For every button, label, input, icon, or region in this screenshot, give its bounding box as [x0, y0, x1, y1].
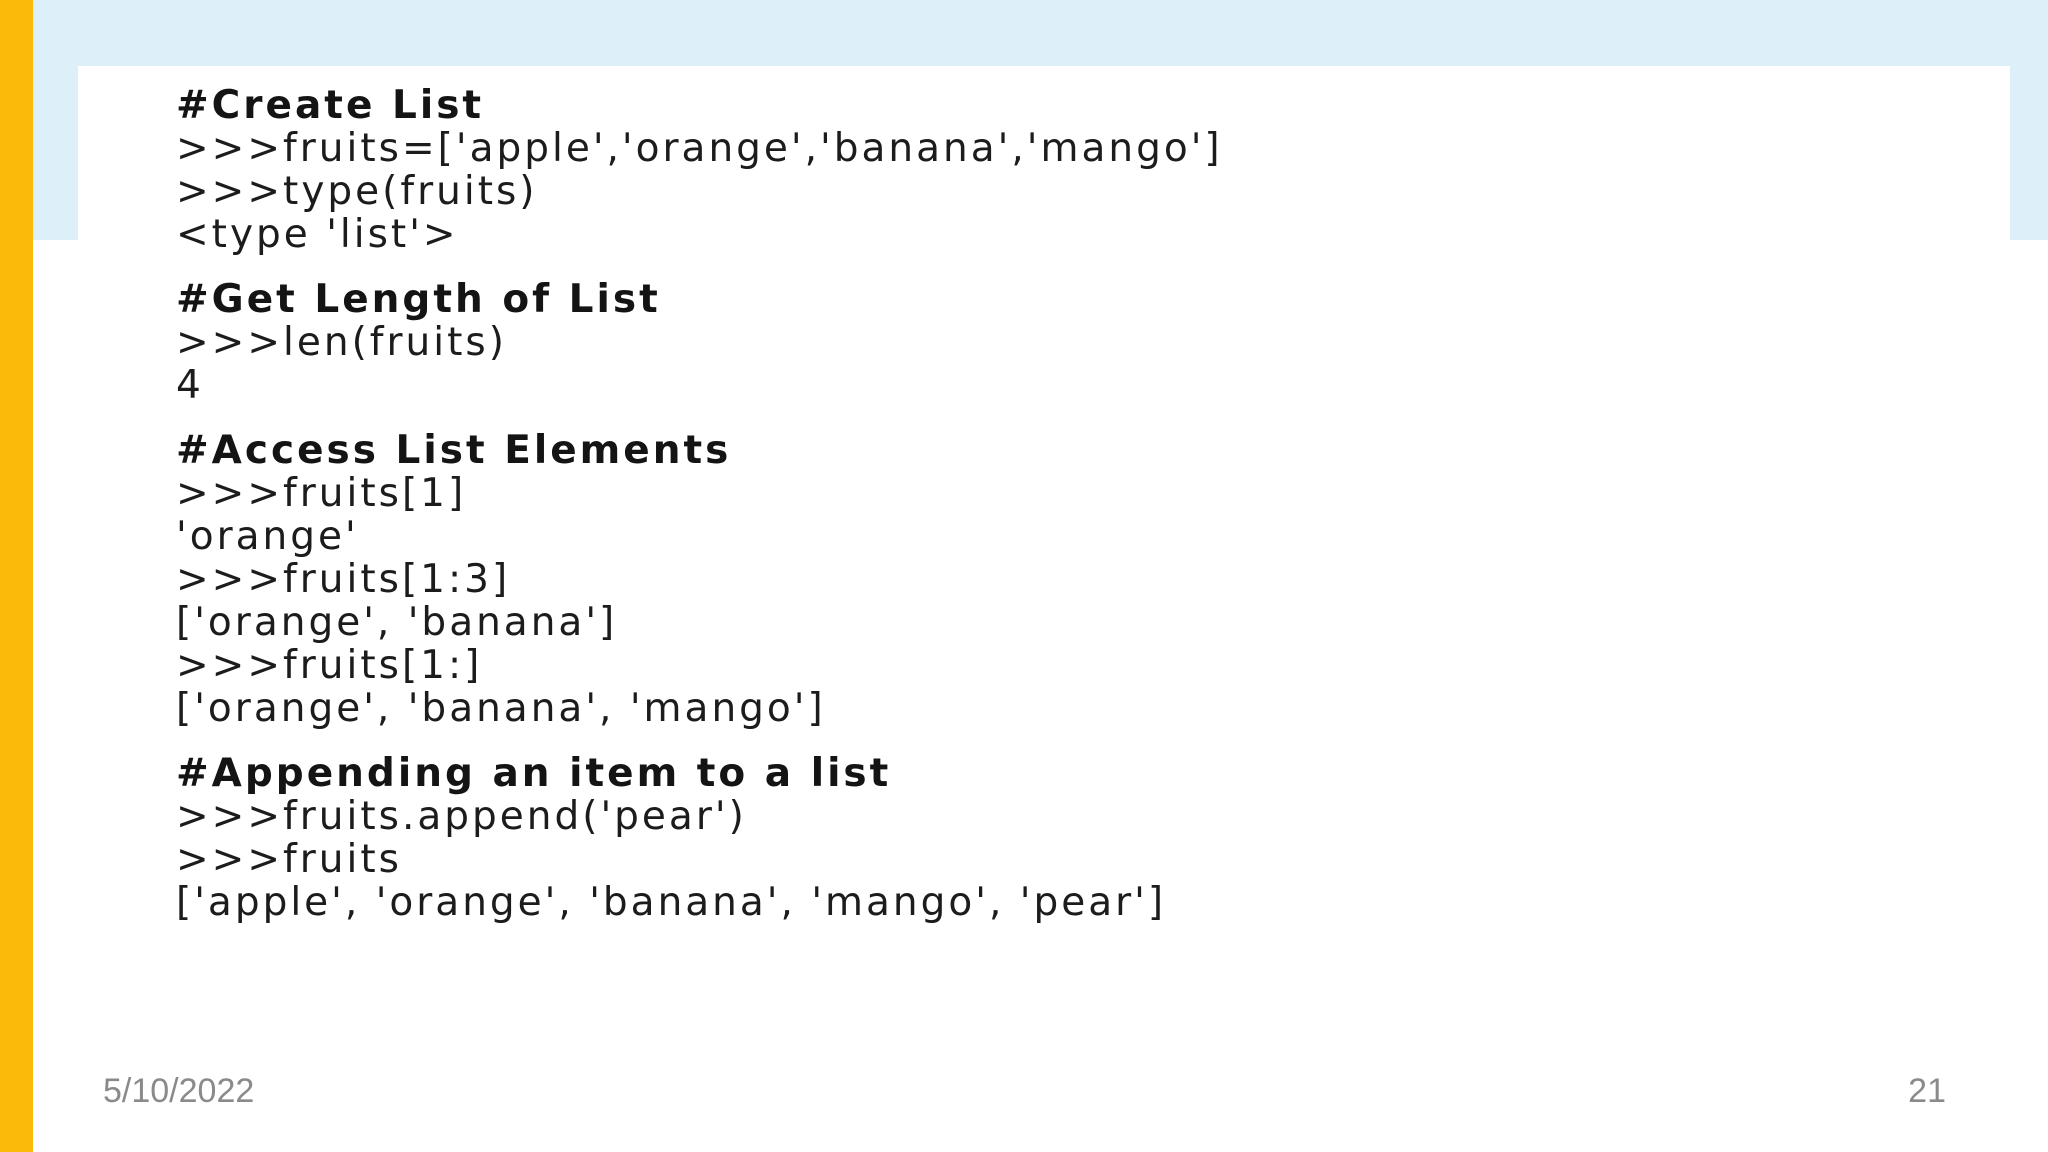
- code-line: >>>fruits=['apple','orange','banana','ma…: [176, 126, 1223, 171]
- section-access-elements: #Access List Elements >>>fruits[1] 'oran…: [176, 429, 1223, 730]
- output-line: 4: [176, 363, 204, 408]
- code-line: >>>fruits[1:3]: [176, 557, 511, 602]
- output-line: <type 'list'>: [176, 212, 459, 257]
- code-line: >>>fruits[1:]: [176, 643, 483, 688]
- code-screenshot: #Create List >>>fruits=['apple','orange'…: [78, 66, 2010, 1152]
- output-line: ['apple', 'orange', 'banana', 'mango', '…: [176, 880, 1167, 925]
- accent-bar: [0, 0, 33, 1152]
- section-heading: #Create List: [176, 83, 485, 128]
- code-line: >>>type(fruits): [176, 169, 538, 214]
- code-line: >>>fruits[1]: [176, 471, 467, 516]
- section-create-list: #Create List >>>fruits=['apple','orange'…: [176, 84, 1223, 256]
- slide-page-number: 21: [1908, 1072, 1946, 1110]
- output-line: ['orange', 'banana']: [176, 600, 618, 645]
- code-line: >>>fruits: [176, 837, 402, 882]
- section-append-item: #Appending an item to a list >>>fruits.a…: [176, 752, 1223, 924]
- code-line: >>>len(fruits): [176, 320, 507, 365]
- output-line: 'orange': [176, 514, 359, 559]
- code-line: >>>fruits.append('pear'): [176, 794, 747, 839]
- section-get-length: #Get Length of List >>>len(fruits) 4: [176, 278, 1223, 407]
- section-heading: #Appending an item to a list: [176, 751, 892, 796]
- code-block: #Create List >>>fruits=['apple','orange'…: [176, 84, 1223, 946]
- section-heading: #Get Length of List: [176, 277, 661, 322]
- slide-date: 5/10/2022: [103, 1072, 255, 1110]
- output-line: ['orange', 'banana', 'mango']: [176, 686, 826, 731]
- section-heading: #Access List Elements: [176, 428, 732, 473]
